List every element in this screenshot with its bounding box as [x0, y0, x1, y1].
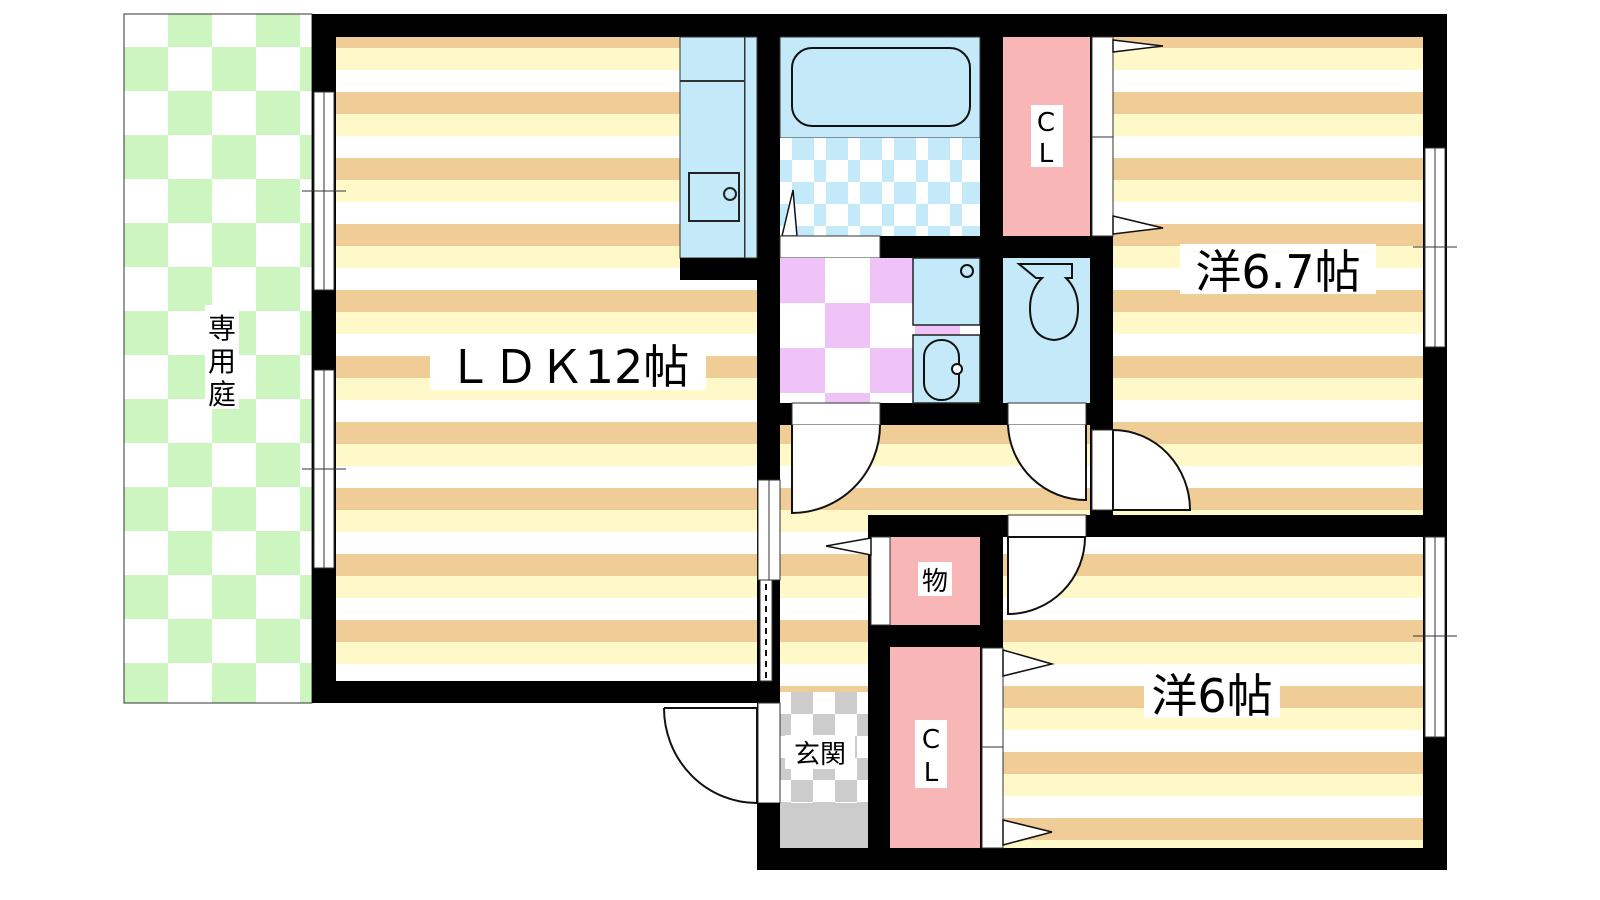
sink-drain-icon	[723, 187, 737, 201]
kitchen-sink	[688, 172, 740, 222]
toilet-door[interactable]	[1007, 424, 1087, 502]
closet-top-label-l: L	[1039, 139, 1054, 169]
ldk-label: ＬＤＫ12帖	[447, 340, 690, 394]
entrance-label: 玄関	[794, 740, 846, 770]
closet-bottom-label-l: L	[924, 758, 939, 788]
garden-label-2: 用	[208, 345, 236, 378]
toilet-icon	[1016, 263, 1080, 342]
garden-label-1: 専	[208, 312, 236, 345]
closet-top-label-c: C	[1037, 108, 1055, 138]
washing-machine-space	[912, 257, 981, 326]
bedroom-67-label: 洋6.7帖	[1195, 245, 1360, 299]
bedroom-67-door[interactable]	[1112, 429, 1192, 511]
front-door[interactable]	[663, 707, 758, 805]
bath-floor	[780, 138, 980, 236]
garden-label-3: 庭	[208, 378, 236, 411]
closet-bottom-label-c: C	[922, 725, 940, 755]
window-ldk-left-2	[302, 369, 346, 569]
bathtub-icon	[791, 47, 971, 127]
window-bedroom-6	[1413, 536, 1457, 738]
closet-bottom-sliding-door[interactable]	[981, 647, 1004, 849]
kitchen-counter	[679, 36, 746, 259]
storage-label: 物	[922, 567, 948, 597]
washroom-door[interactable]	[791, 424, 881, 515]
bedroom-6-label: 洋6帖	[1151, 669, 1272, 723]
window-ldk-left-1	[302, 91, 346, 291]
bedroom-6-door[interactable]	[1007, 536, 1087, 616]
window-bedroom-67	[1413, 147, 1457, 348]
entrance-step	[780, 803, 868, 848]
garden-label-bg	[205, 305, 239, 409]
